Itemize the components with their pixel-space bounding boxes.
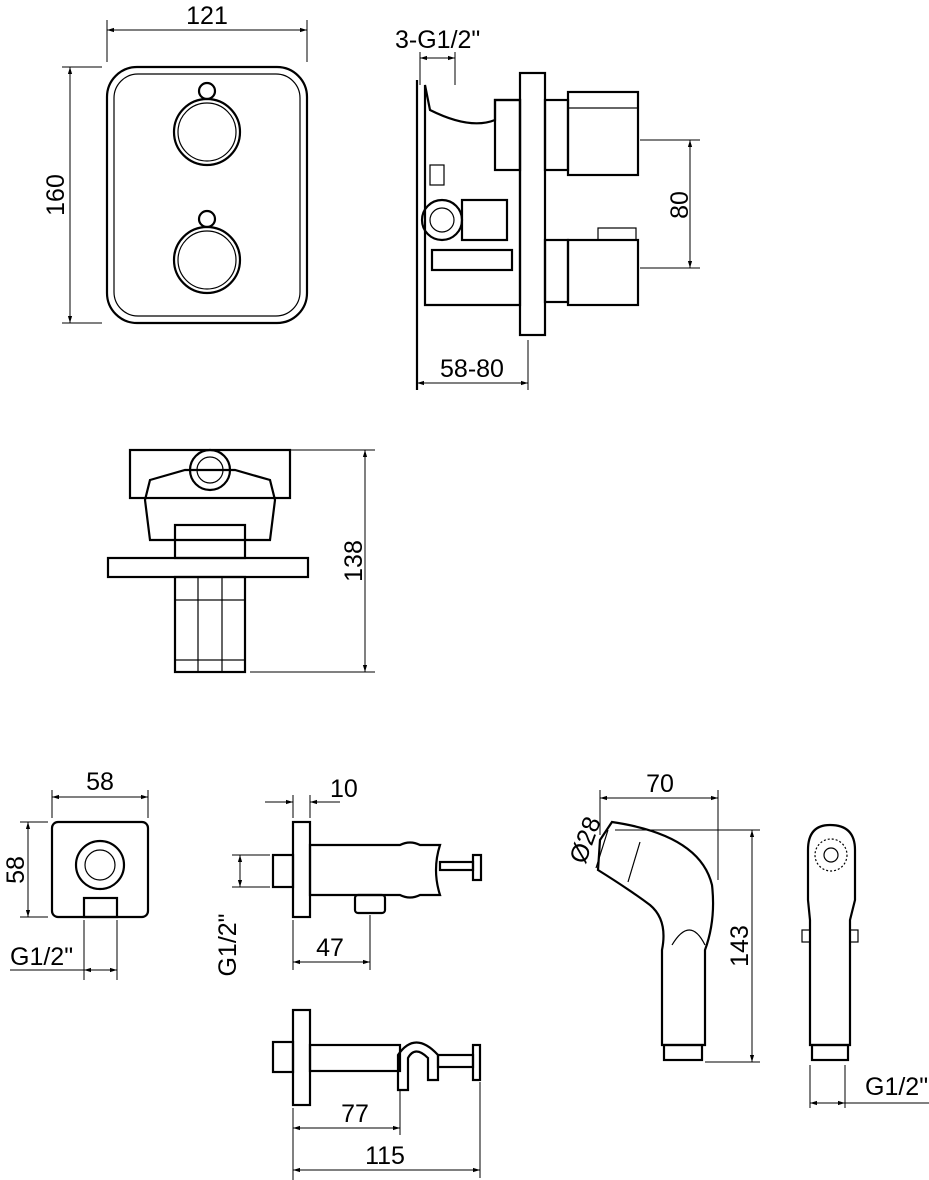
holder-view: 77 115 — [271, 1008, 482, 1180]
dim-outlet-height: 58 — [2, 856, 30, 884]
dim-inlets: 3-G1/2" — [395, 26, 480, 54]
dim-front-height: 160 — [42, 174, 70, 216]
dim-holder-total: 115 — [365, 1142, 405, 1170]
dim-outlet-width: 58 — [86, 768, 114, 796]
dim-top-height: 138 — [340, 540, 368, 582]
valve-view: 10 G1/2" 47 — [214, 775, 483, 977]
wall-outlet-view: 58 58 G1/2" — [2, 768, 150, 980]
dim-valve-plate: 10 — [330, 775, 358, 803]
dim-shower-height: 143 — [726, 925, 754, 967]
dim-handle-spacing: 80 — [666, 191, 694, 219]
front-view: 121 160 — [42, 2, 309, 325]
dim-shower-width: 70 — [646, 770, 674, 798]
upper-knob — [172, 97, 242, 167]
dim-shower-thread: G1/2" — [865, 1073, 928, 1101]
hand-shower-front-view: G1/2" — [801, 823, 929, 1108]
dim-valve-outlet: 47 — [316, 934, 344, 962]
dim-outlet-thread: G1/2" — [10, 943, 73, 971]
dim-depth: 58-80 — [440, 355, 504, 383]
dim-front-width: 121 — [186, 2, 228, 30]
dim-holder-length: 77 — [341, 1100, 369, 1128]
dim-shower-diameter: Ø28 — [564, 813, 606, 867]
dim-valve-thread: G1/2" — [214, 913, 242, 976]
top-view: 138 — [106, 448, 375, 674]
lower-knob — [172, 225, 242, 295]
hand-shower-side-view: 70 Ø28 143 — [564, 770, 760, 1063]
side-view: 80 58-80 3-G1/2" — [395, 26, 700, 390]
